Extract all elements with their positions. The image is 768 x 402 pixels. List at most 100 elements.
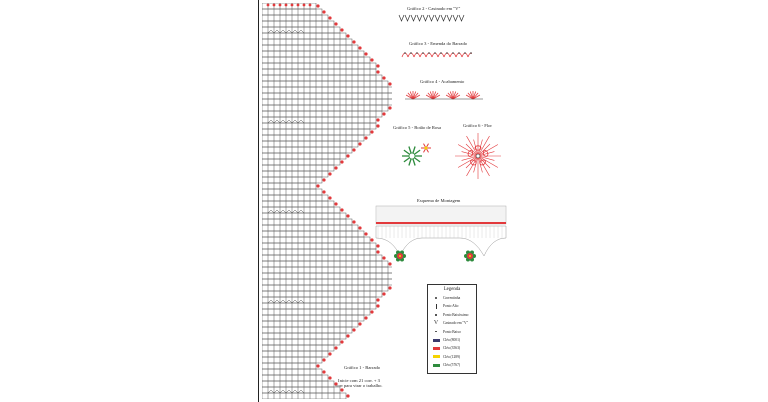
heart-motif-stroke	[291, 299, 299, 304]
heart-motif-stroke	[297, 119, 305, 124]
stitch-dot	[434, 52, 436, 54]
legend-label: Cléa (1289)	[443, 354, 461, 359]
edge-red-stitch	[322, 370, 326, 374]
legend-row: Ponto Baixíssimo	[431, 312, 475, 318]
fan-stitch	[427, 92, 434, 100]
v-stitch	[404, 14, 411, 22]
chart-row	[262, 62, 377, 70]
edge-red-stitch	[352, 148, 356, 152]
edge-red-stitch	[328, 352, 332, 356]
petal-stitch	[466, 155, 479, 177]
dot-icon	[431, 295, 441, 301]
fan-stitch	[429, 91, 434, 100]
edge-red-stitch	[328, 16, 332, 20]
edge-red-stitch	[388, 286, 392, 290]
chart-row	[262, 3, 317, 10]
fan-stitch	[447, 92, 454, 100]
heart-motif-stroke	[267, 209, 275, 214]
fan-stitch	[465, 94, 474, 100]
chart-row	[262, 284, 389, 292]
inner-petal	[474, 145, 482, 151]
heart-motif-stroke	[297, 389, 305, 394]
heart-motif-stroke	[279, 389, 287, 394]
edge-red-stitch	[346, 334, 350, 338]
leaf-applique	[464, 254, 468, 258]
v-stitch	[398, 14, 405, 22]
color-swatch	[431, 354, 441, 360]
grafico5-rosebud-motif	[402, 143, 431, 166]
edge-red-stitch	[376, 118, 380, 122]
edge-red-stitch	[340, 208, 344, 212]
edge-red-stitch	[376, 244, 380, 248]
petal-stitch	[477, 144, 499, 157]
heart-motif-stroke	[273, 299, 281, 304]
edge-red-stitch	[388, 82, 392, 86]
fan-stitch	[425, 94, 434, 100]
chart-row	[262, 170, 329, 178]
edge-red-stitch	[322, 190, 326, 194]
edge-red-stitch	[382, 256, 386, 260]
heart-motif-stroke	[297, 29, 305, 34]
fan-stitch	[452, 94, 461, 100]
chart-row	[262, 122, 377, 130]
edge-red-stitch	[358, 322, 362, 326]
flower-applique-center	[399, 255, 401, 257]
chart-row	[262, 98, 392, 106]
stitch-dot	[410, 52, 412, 54]
edge-red-stitch	[370, 310, 374, 314]
fan-stitch	[445, 94, 454, 100]
legend-label: Cléa (3563)	[443, 346, 461, 351]
heart-motif-stroke	[291, 209, 299, 214]
legend-row: Ponto Alto	[431, 303, 475, 309]
chart-row	[262, 104, 389, 112]
chart-row	[262, 302, 377, 310]
edge-red-stitch	[370, 58, 374, 62]
stitch-dot	[422, 52, 424, 54]
stitch-dot	[446, 52, 448, 54]
inner-petal	[482, 150, 489, 157]
chart-row	[262, 248, 377, 256]
top-red-stitch	[290, 3, 294, 7]
grafico6-flower-motif	[455, 133, 501, 179]
edge-red-stitch	[382, 76, 386, 80]
v-stitch	[452, 14, 459, 22]
edge-red-stitch	[376, 64, 380, 68]
leaf-center	[408, 152, 416, 160]
top-red-stitch	[308, 3, 312, 7]
petal-stitch	[466, 135, 479, 157]
top-red-stitch	[302, 3, 306, 7]
stitch-dot	[470, 52, 472, 54]
chart-row	[262, 350, 329, 358]
chart-row	[262, 266, 392, 274]
chart-row	[262, 92, 392, 100]
stitch-dot	[404, 52, 406, 54]
heart-motif-stroke	[267, 299, 275, 304]
leaf-applique	[472, 254, 476, 258]
color-swatch	[431, 337, 441, 343]
legend-label: Ponto Baixo	[443, 329, 461, 334]
legend-title: Legenda	[443, 287, 461, 292]
edge-red-stitch	[376, 124, 380, 128]
edge-red-stitch	[364, 232, 368, 236]
petal-stitch	[477, 151, 495, 157]
chart-row	[262, 194, 329, 202]
edge-red-stitch	[364, 52, 368, 56]
edge-red-stitch	[376, 304, 380, 308]
v-stitch	[428, 14, 435, 22]
petal-stitch	[465, 143, 479, 157]
stitch-dot	[428, 52, 430, 54]
grafico1-barrado-chart	[262, 3, 392, 399]
edge-red-stitch	[358, 226, 362, 230]
chart-row	[262, 272, 392, 280]
heart-motif-stroke	[279, 29, 287, 34]
v-stitch	[458, 14, 465, 22]
fan-stitch	[432, 92, 439, 100]
edge-red-stitch	[358, 142, 362, 146]
edge-red-stitch	[352, 328, 356, 332]
fan-stitch	[412, 94, 421, 100]
legend-label: Correntinha	[443, 296, 461, 300]
fan-stitch	[449, 91, 454, 100]
tick-icon	[431, 303, 441, 309]
legend-label: Casinado em "V"	[443, 321, 469, 326]
v-stitch	[446, 14, 453, 22]
